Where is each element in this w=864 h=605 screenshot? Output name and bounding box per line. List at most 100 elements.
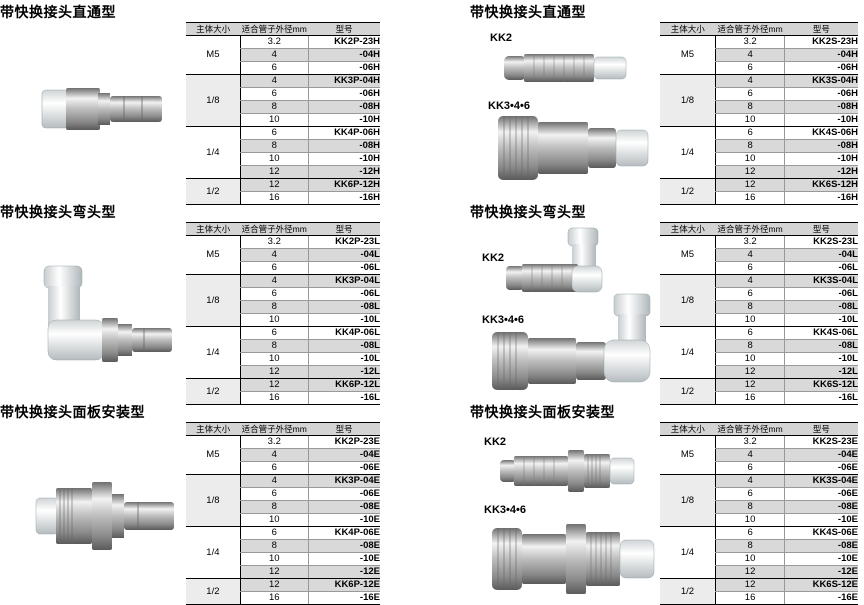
header-body-size: 主体大小 xyxy=(186,422,241,436)
table-row: 8-08H xyxy=(660,100,858,114)
image-label-kk2: KK2 xyxy=(484,436,507,448)
tube-od-cell: 4 xyxy=(239,474,309,488)
table-row: 8-08H xyxy=(660,139,858,153)
tube-od-cell: 6 xyxy=(239,61,309,75)
model-cell: KK4P-06H xyxy=(307,126,380,140)
table-row: 10-10E xyxy=(660,552,858,566)
model-cell: -08L xyxy=(307,339,380,353)
header-body-size: 主体大小 xyxy=(186,22,241,36)
tube-od-cell: 10 xyxy=(239,352,309,366)
model-cell: -10H xyxy=(784,152,858,166)
model-cell: -08E xyxy=(307,500,380,514)
tube-od-cell: 3.2 xyxy=(239,35,309,49)
tube-od-cell: 6 xyxy=(714,261,785,275)
model-cell: -06H xyxy=(784,61,858,75)
model-cell: -06L xyxy=(307,261,380,275)
section-title: 带快换接头面板安装型 xyxy=(470,404,615,420)
tube-od-cell: 6 xyxy=(239,261,309,275)
tube-od-cell: 12 xyxy=(714,365,785,379)
model-cell: -16L xyxy=(307,391,380,405)
table-row: 8-08E xyxy=(660,539,858,553)
tube-od-cell: 12 xyxy=(239,578,309,592)
header-tube-od: 适合管子外径mm xyxy=(715,22,785,36)
model-cell: -10H xyxy=(307,113,380,127)
body-size-cell: M5 xyxy=(186,235,241,275)
table-row: 8-08L xyxy=(186,300,380,314)
model-cell: -16L xyxy=(784,391,858,405)
table-row: 8-08L xyxy=(186,339,380,353)
tube-od-cell: 4 xyxy=(714,474,785,488)
model-cell: -04H xyxy=(784,48,858,62)
tube-od-cell: 12 xyxy=(714,565,785,579)
header-body-size: 主体大小 xyxy=(660,22,716,36)
model-cell: -10L xyxy=(307,352,380,366)
body-size-cell: 1/8 xyxy=(660,74,716,127)
table-row: 8-08E xyxy=(660,500,858,514)
tube-od-cell: 10 xyxy=(714,152,785,166)
table-row: 10-10E xyxy=(186,552,380,566)
model-cell: KK6P-12H xyxy=(307,178,380,192)
model-cell: -08E xyxy=(784,500,858,514)
model-cell: KK3P-04E xyxy=(307,474,380,488)
straight-plug-fitting-icon xyxy=(30,74,170,144)
body-size-cell: 1/2 xyxy=(660,578,716,605)
tube-od-cell: 12 xyxy=(714,178,785,192)
section-elbow-socket: 带快换接头弯头型 KK2 KK3•4•6 主体 xyxy=(470,202,864,405)
body-size-cell: 1/2 xyxy=(186,378,241,405)
model-cell: KK2P-23E xyxy=(307,435,380,449)
tube-od-cell: 8 xyxy=(714,539,785,553)
table-row: 6-06E xyxy=(186,487,380,501)
tube-od-cell: 6 xyxy=(714,526,785,540)
tube-od-cell: 3.2 xyxy=(714,235,785,249)
tube-od-cell: 8 xyxy=(239,100,309,114)
tube-od-cell: 8 xyxy=(239,139,309,153)
model-cell: KK4S-06L xyxy=(784,326,858,340)
tube-od-cell: 6 xyxy=(714,87,785,101)
model-cell: -10L xyxy=(784,352,858,366)
model-cell: -10L xyxy=(784,313,858,327)
model-cell: -08H xyxy=(307,100,380,114)
section-title: 带快换接头直通型 xyxy=(470,4,586,20)
model-cell: -06H xyxy=(784,87,858,101)
tube-od-cell: 3.2 xyxy=(714,35,785,49)
tube-od-cell: 16 xyxy=(714,591,785,605)
table-row: 8-08H xyxy=(186,139,380,153)
body-size-cell: 1/4 xyxy=(186,126,241,179)
body-size-cell: 1/8 xyxy=(186,474,241,527)
model-cell: -10E xyxy=(784,513,858,527)
model-cell: -08L xyxy=(784,339,858,353)
tube-od-cell: 16 xyxy=(239,391,309,405)
model-cell: -04E xyxy=(784,448,858,462)
model-cell: KK2S-23L xyxy=(784,235,858,249)
model-cell: -12H xyxy=(307,165,380,179)
image-label-kk2: KK2 xyxy=(482,252,505,264)
tube-od-cell: 12 xyxy=(714,165,785,179)
body-size-cell: 1/4 xyxy=(186,526,241,579)
tube-od-cell: 3.2 xyxy=(239,235,309,249)
model-cell: -06L xyxy=(784,287,858,301)
model-cell: -10H xyxy=(784,113,858,127)
model-cell: -08H xyxy=(307,139,380,153)
model-cell: KK6P-12E xyxy=(307,578,380,592)
tube-od-cell: 6 xyxy=(239,461,309,475)
tube-od-cell: 8 xyxy=(239,339,309,353)
tube-od-cell: 4 xyxy=(714,48,785,62)
table-row: 4-04L xyxy=(660,248,858,262)
section-title: 带快换接头弯头型 xyxy=(470,204,586,220)
model-cell: -04L xyxy=(784,248,858,262)
table-row: 6-06L xyxy=(660,261,858,275)
model-cell: -16H xyxy=(307,191,380,205)
model-cell: KK2S-23E xyxy=(784,435,858,449)
model-cell: -10H xyxy=(307,152,380,166)
